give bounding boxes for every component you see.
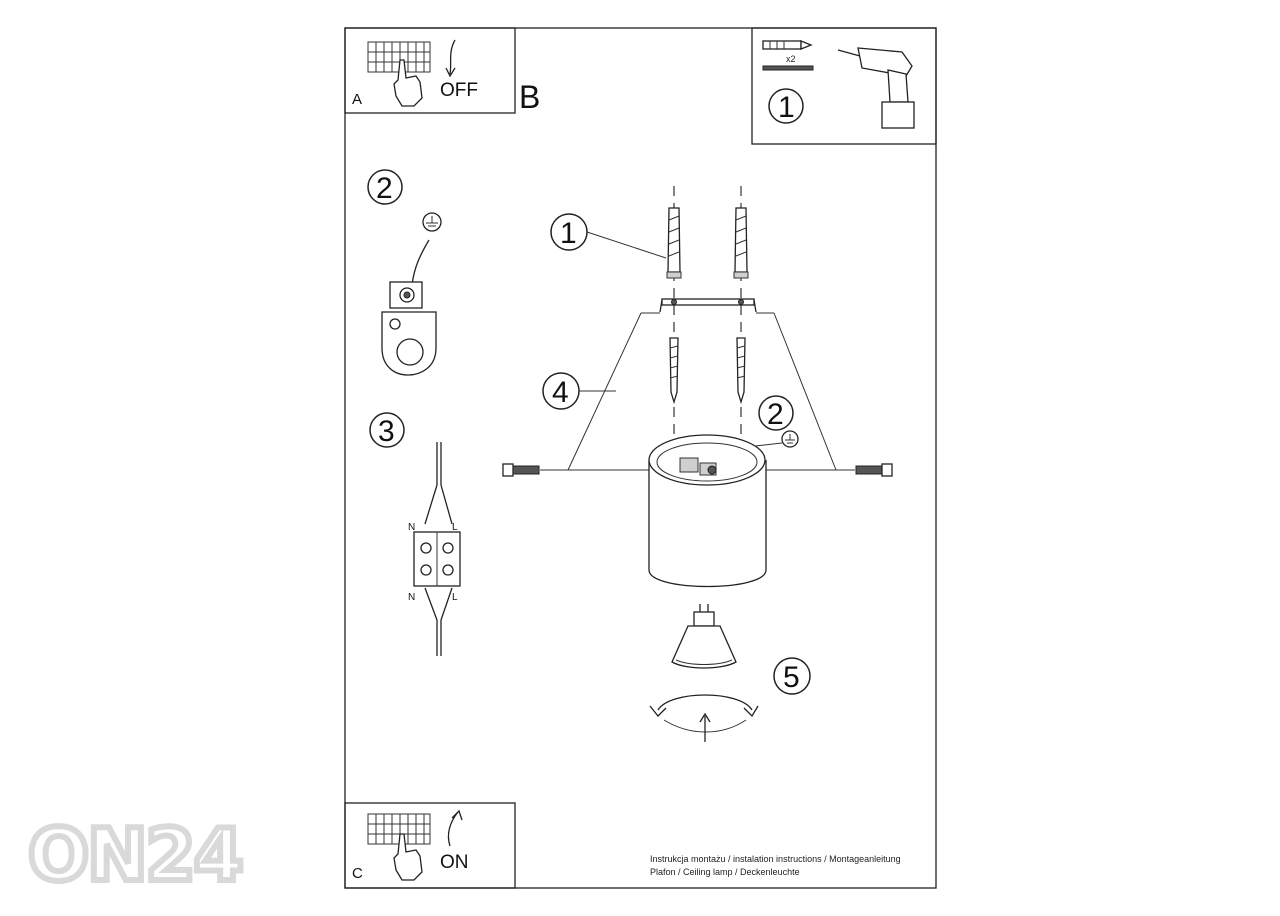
ground-symbol-icon [422, 212, 442, 232]
section-b-label: B [519, 79, 540, 115]
panel-a-label: A [352, 91, 362, 108]
mount-step-number: 4 [552, 376, 569, 409]
wire-n-bottom: N [408, 592, 415, 603]
wiring-step-number: 3 [378, 415, 395, 448]
wire-n-top: N [408, 522, 415, 533]
ground-step-right-number: 2 [767, 398, 784, 431]
curved-arrow-icon [447, 809, 463, 847]
footer-line-1: Instrukcja montażu / instalation instruc… [650, 854, 901, 864]
screw-right [736, 337, 746, 405]
wall-plug-step-number: 1 [560, 217, 577, 250]
lamp-terminal-icon [679, 457, 717, 476]
wall-plug-icon [762, 40, 813, 50]
ground-step-left-number: 2 [376, 172, 393, 205]
screw-count: x2 [786, 54, 796, 64]
ground-symbol-right-icon [781, 430, 799, 448]
sheet-frame [344, 27, 937, 889]
footer-line-2: Plafon / Ceiling lamp / Deckenleuchte [650, 867, 800, 877]
panel-c-action: ON [440, 852, 469, 873]
tools-panel: x2 1 [751, 27, 937, 145]
ground-terminal-icon [381, 281, 437, 376]
rotate-arrow-icon [649, 694, 759, 742]
mounting-bracket [659, 298, 757, 313]
tools-step-number: 1 [778, 91, 795, 124]
watermark-logo: ON24 [28, 813, 242, 897]
tools-step-badge [768, 88, 804, 124]
bulb-step-number: 5 [783, 661, 800, 694]
terminal-block-icon [413, 531, 461, 587]
hand-pointer-icon [393, 59, 423, 107]
side-screw-left [502, 463, 540, 477]
panel-c: C ON [344, 802, 516, 889]
lamp-cylinder [648, 434, 767, 588]
drill-icon [837, 47, 915, 129]
wall-plug-right [733, 207, 749, 279]
wire-l-top: L [452, 522, 458, 533]
wiring-group: 3 N L N L [369, 412, 461, 656]
gu10-bulb-icon [671, 604, 737, 669]
screw-icon [762, 65, 814, 71]
screw-left [669, 337, 679, 405]
hand-pointer-icon [393, 833, 423, 881]
panel-a-action: OFF [440, 80, 478, 101]
side-screw-right [855, 463, 893, 477]
wall-plug-left [666, 207, 682, 279]
main-assembly: 1 [502, 186, 893, 742]
curved-arrow-icon [445, 39, 456, 78]
wire-l-bottom: L [452, 592, 458, 603]
panel-a: A OFF [344, 27, 516, 114]
panel-c-label: C [352, 865, 363, 882]
ground-connection-group: 2 [367, 169, 442, 376]
